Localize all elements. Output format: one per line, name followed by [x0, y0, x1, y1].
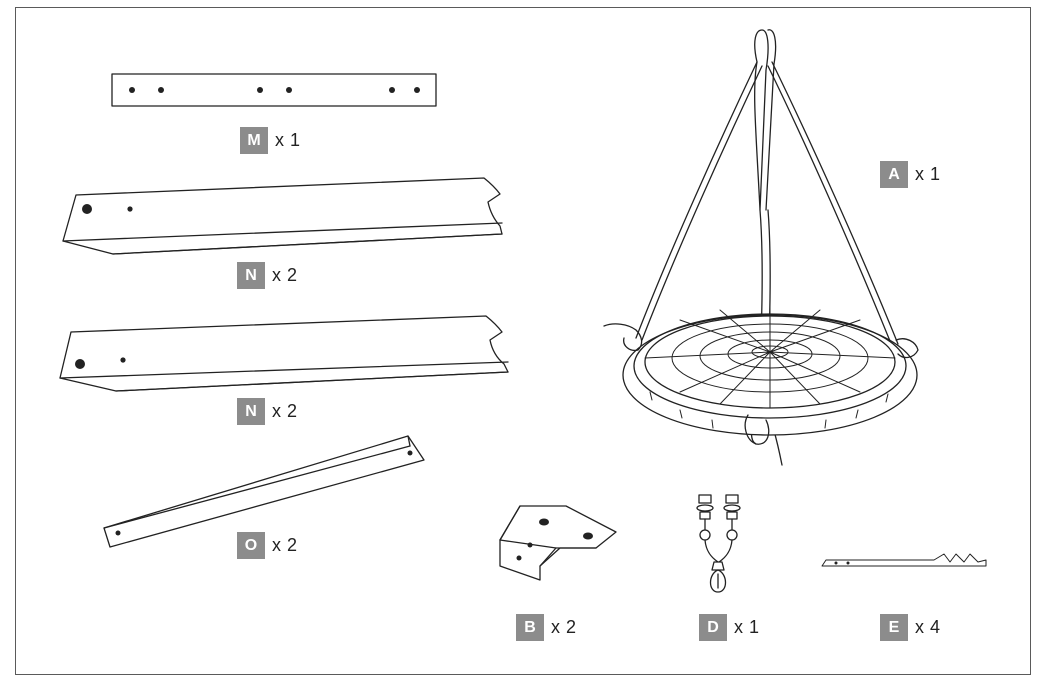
- part-letter-badge: O: [237, 532, 265, 559]
- part-letter-badge: B: [516, 614, 544, 641]
- part-label-a: A x 1: [880, 161, 941, 188]
- part-letter-badge: E: [880, 614, 908, 641]
- part-label-e: E x 4: [880, 614, 941, 641]
- part-quantity: x 1: [734, 617, 760, 637]
- part-n-leg-drawing-1: [62, 177, 503, 255]
- parts-diagram-frame: [15, 7, 1031, 675]
- part-e-stake-drawing: [821, 553, 987, 567]
- part-m-bar-drawing: [111, 73, 437, 107]
- part-b-bracket-drawing: [499, 505, 617, 581]
- part-d-hook-drawing: [696, 494, 741, 593]
- part-n-leg-drawing-2: [59, 315, 509, 392]
- part-quantity: x 1: [275, 130, 301, 150]
- part-quantity: x 4: [915, 617, 941, 637]
- part-quantity: x 1: [915, 164, 941, 184]
- part-quantity: x 2: [551, 617, 577, 637]
- part-label-n-1: N x 2: [237, 262, 298, 289]
- part-a-nest-swing-drawing: [603, 29, 919, 466]
- part-o-brace-drawing: [103, 435, 425, 548]
- part-label-o: O x 2: [237, 532, 298, 559]
- part-letter-badge: N: [237, 398, 265, 425]
- part-letter-badge: N: [237, 262, 265, 289]
- part-label-m: M x 1: [240, 127, 301, 154]
- part-quantity: x 2: [272, 401, 298, 421]
- part-letter-badge: M: [240, 127, 268, 154]
- part-quantity: x 2: [272, 265, 298, 285]
- part-quantity: x 2: [272, 535, 298, 555]
- part-label-n-2: N x 2: [237, 398, 298, 425]
- part-letter-badge: D: [699, 614, 727, 641]
- part-label-d: D x 1: [699, 614, 760, 641]
- part-label-b: B x 2: [516, 614, 577, 641]
- part-letter-badge: A: [880, 161, 908, 188]
